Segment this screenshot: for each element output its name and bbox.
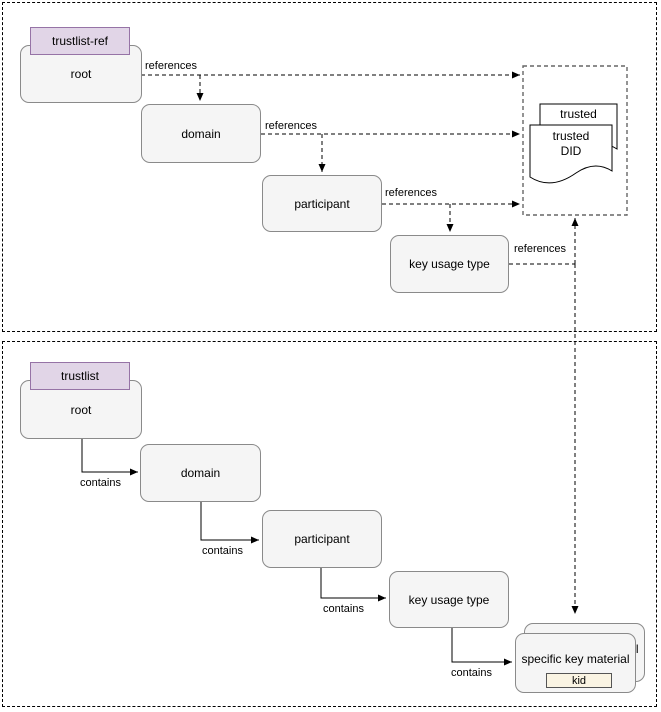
edge-participant-contains-key-usage-type <box>320 568 386 602</box>
edge-key-usage-type-contains-specific-key-material <box>451 628 512 666</box>
edge-label-references-root: references <box>144 60 198 72</box>
node-trustlist-ref-participant[interactable]: participant <box>262 175 382 232</box>
node-trustlist-ref-domain[interactable]: domain <box>141 104 261 163</box>
edge-label-contains-key-usage-type: contains <box>450 667 493 679</box>
edge-label-contains-root: contains <box>79 477 122 489</box>
node-trustlist-key-usage-type[interactable]: key usage type <box>389 571 509 628</box>
edge-domain-contains-participant <box>200 502 259 544</box>
tag-trustlist[interactable]: trustlist <box>30 362 130 390</box>
kid-field[interactable]: kid <box>546 673 612 688</box>
edge-label-references-key-usage-type: references <box>513 243 567 255</box>
trustlist-ref-group-frame <box>2 2 657 332</box>
trusted-did-document-label: trusted DID <box>552 129 590 158</box>
node-trustlist-ref-key-usage-type[interactable]: key usage type <box>390 235 509 293</box>
tag-trustlist-ref[interactable]: trustlist-ref <box>30 27 130 55</box>
specific-key-material-label: specific key material <box>521 652 630 666</box>
edge-label-contains-domain: contains <box>201 545 244 557</box>
trusted-did-container-frame[interactable] <box>522 65 628 216</box>
trusted-did-document-front[interactable] <box>529 124 613 184</box>
node-trustlist-participant[interactable]: participant <box>262 510 382 568</box>
edge-root-contains-domain <box>81 439 138 476</box>
edge-label-references-domain: references <box>264 120 318 132</box>
trusted-document-label: trusted <box>560 107 597 121</box>
edge-label-references-participant: references <box>384 187 438 199</box>
edge-label-contains-participant: contains <box>322 603 365 615</box>
trustlist-group-frame <box>2 341 657 707</box>
node-trustlist-domain[interactable]: domain <box>140 444 261 502</box>
node-specific-key-material[interactable]: specific key material kid <box>515 633 636 693</box>
